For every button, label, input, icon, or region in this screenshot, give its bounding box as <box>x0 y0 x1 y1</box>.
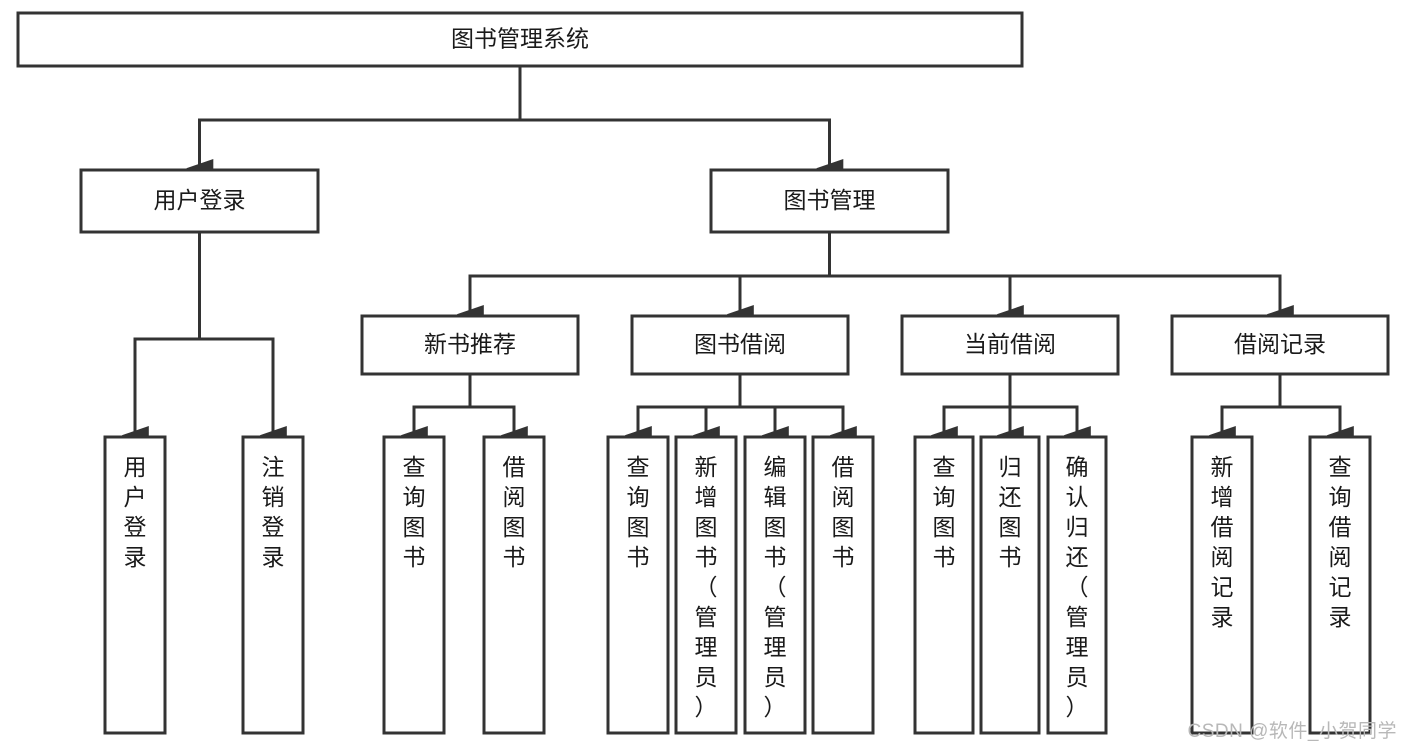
node-label: 注销登录 <box>262 454 285 570</box>
node-label: 用户登录 <box>124 454 147 570</box>
node-current-borrow[interactable]: 当前借阅 <box>900 314 1120 376</box>
node-label: 借阅图书 <box>832 454 855 570</box>
node-box <box>1308 435 1372 735</box>
node-box <box>241 435 305 735</box>
node-leaf-add-record[interactable]: 新增借阅记录 <box>1190 435 1254 735</box>
node-box <box>79 168 320 234</box>
node-box <box>382 435 446 735</box>
node-leaf-confirm-return[interactable]: 确认归还（管理员） <box>1046 435 1108 735</box>
node-box <box>16 11 1024 68</box>
node-label: 借阅图书 <box>503 454 526 570</box>
node-new-book-recommend[interactable]: 新书推荐 <box>360 314 580 376</box>
node-label: 编辑图书（管理员） <box>764 454 787 720</box>
nodes-layer: 图书管理系统用户登录图书管理新书推荐图书借阅当前借阅借阅记录用户登录注销登录查询… <box>16 11 1390 735</box>
node-label: 图书管理系统 <box>451 26 589 52</box>
node-leaf-borrow-book-rec[interactable]: 借阅图书 <box>482 435 546 735</box>
node-box <box>1046 435 1108 735</box>
node-root[interactable]: 图书管理系统 <box>16 11 1024 68</box>
node-label: 归还图书 <box>999 454 1022 570</box>
node-label: 新书推荐 <box>424 331 516 357</box>
node-label: 新增图书（管理员） <box>695 454 718 720</box>
edges-layer <box>121 64 1354 445</box>
node-leaf-return-book[interactable]: 归还图书 <box>979 435 1041 735</box>
node-leaf-user-login[interactable]: 用户登录 <box>103 435 167 735</box>
node-box <box>674 435 738 735</box>
node-label: 查询借阅记录 <box>1329 454 1352 630</box>
node-label: 查询图书 <box>403 454 426 570</box>
node-box <box>743 435 807 735</box>
edge-group-book-manage <box>456 230 1294 324</box>
edge-group-new-book-recommend <box>400 372 528 445</box>
node-label: 图书借阅 <box>694 331 786 357</box>
edge-group-book-borrow <box>624 372 857 445</box>
node-user-login[interactable]: 用户登录 <box>79 168 320 234</box>
node-label: 用户登录 <box>154 187 246 213</box>
edge-group-borrow-record <box>1208 372 1354 445</box>
node-leaf-edit-book[interactable]: 编辑图书（管理员） <box>743 435 807 735</box>
node-box <box>103 435 167 735</box>
node-box <box>1190 435 1254 735</box>
node-leaf-query-book-rec[interactable]: 查询图书 <box>382 435 446 735</box>
node-box <box>900 314 1120 376</box>
node-box <box>811 435 875 735</box>
node-label: 查询图书 <box>933 454 956 570</box>
edge-group-root <box>186 64 844 178</box>
edge-group-user-login <box>121 230 287 445</box>
node-label: 查询图书 <box>627 454 650 570</box>
node-leaf-query-book-cur[interactable]: 查询图书 <box>913 435 975 735</box>
node-box <box>630 314 850 376</box>
node-book-manage[interactable]: 图书管理 <box>709 168 950 234</box>
node-book-borrow[interactable]: 图书借阅 <box>630 314 850 376</box>
node-label: 新增借阅记录 <box>1211 454 1234 630</box>
node-box <box>482 435 546 735</box>
node-box <box>979 435 1041 735</box>
node-leaf-add-book[interactable]: 新增图书（管理员） <box>674 435 738 735</box>
node-label: 图书管理 <box>784 187 876 213</box>
node-borrow-record[interactable]: 借阅记录 <box>1170 314 1390 376</box>
node-box <box>360 314 580 376</box>
node-leaf-query-book-borrow[interactable]: 查询图书 <box>606 435 670 735</box>
node-label: 当前借阅 <box>964 331 1056 357</box>
edge-group-current-borrow <box>930 372 1091 445</box>
node-label: 确认归还（管理员） <box>1066 454 1089 720</box>
node-leaf-borrow-book[interactable]: 借阅图书 <box>811 435 875 735</box>
node-box <box>606 435 670 735</box>
node-box <box>913 435 975 735</box>
node-leaf-logout[interactable]: 注销登录 <box>241 435 305 735</box>
node-leaf-query-record[interactable]: 查询借阅记录 <box>1308 435 1372 735</box>
node-label: 借阅记录 <box>1234 331 1326 357</box>
node-box <box>709 168 950 234</box>
node-box <box>1170 314 1390 376</box>
